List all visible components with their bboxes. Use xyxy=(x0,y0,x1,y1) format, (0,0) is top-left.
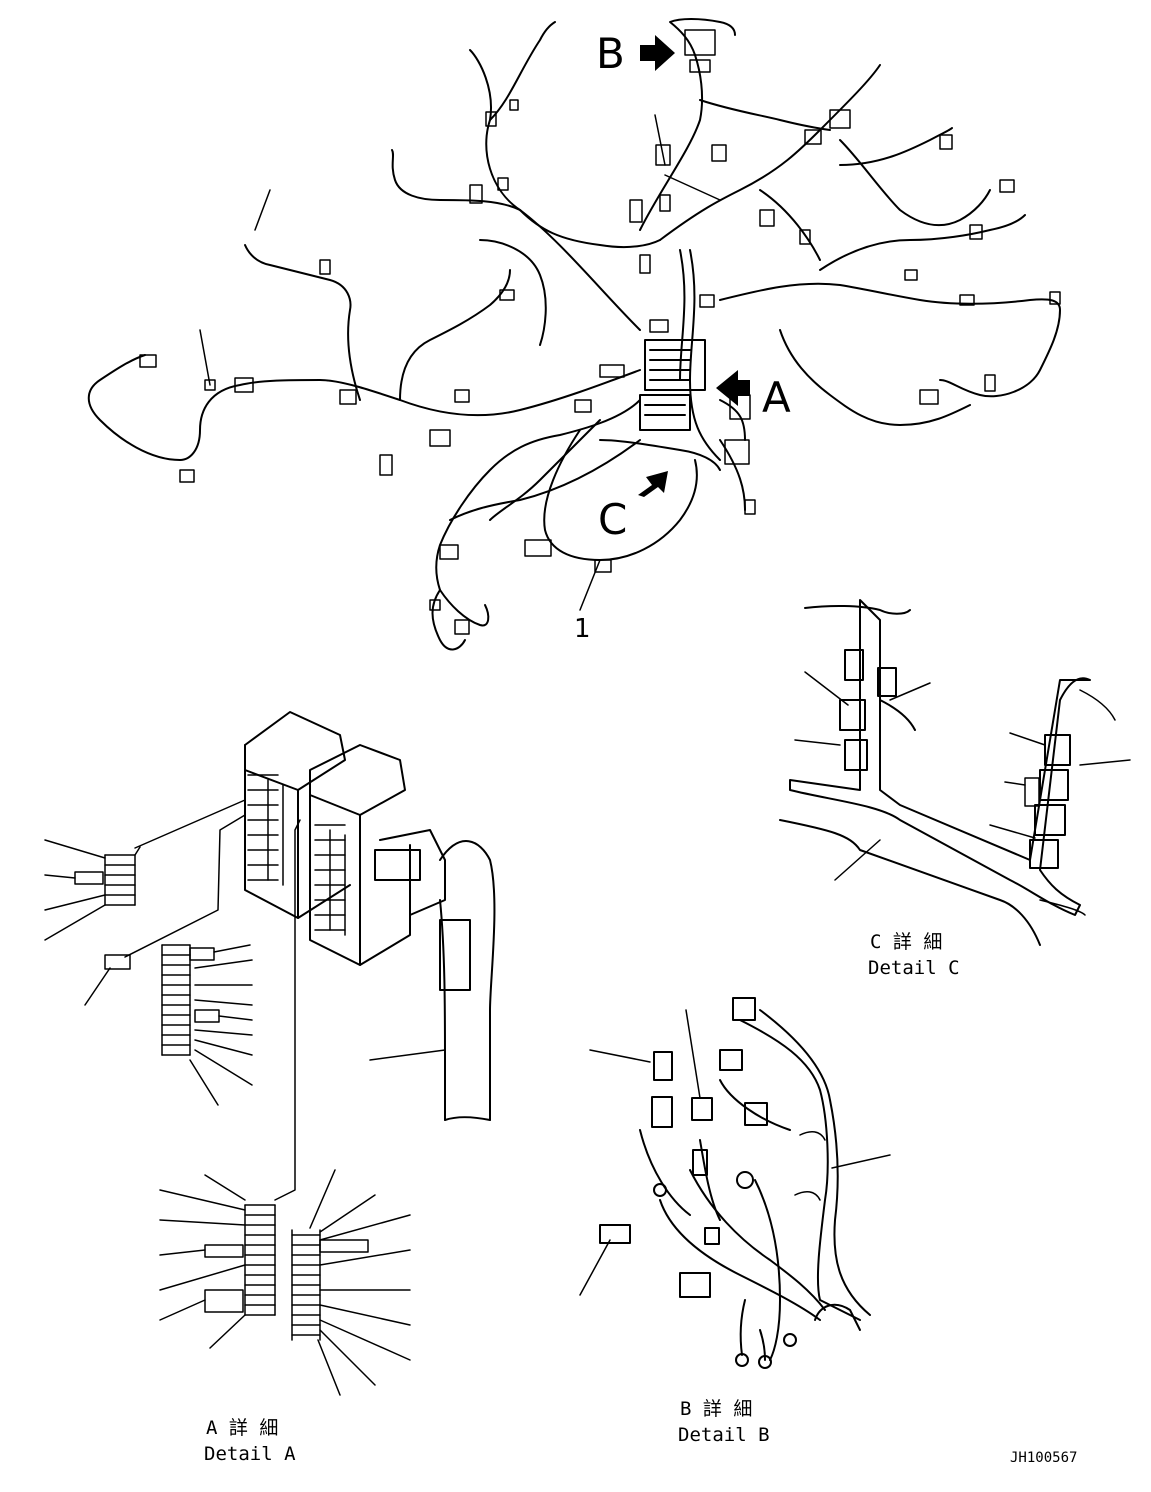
detail-a-en: Detail A xyxy=(204,1443,296,1465)
part-number: 1 xyxy=(574,614,591,644)
callout-a: A xyxy=(762,373,791,422)
detail-b-en: Detail B xyxy=(678,1424,770,1446)
callout-b: B xyxy=(596,29,625,78)
callout-c: C xyxy=(598,495,627,544)
arrow-c-icon xyxy=(638,471,668,497)
drawing-id: JH100567 xyxy=(1010,1450,1077,1466)
detail-a-fusebox xyxy=(44,711,496,1396)
detail-c-jp: C 詳 細 xyxy=(870,931,942,953)
main-harness xyxy=(87,18,1061,651)
detail-a-jp: A 詳 細 xyxy=(206,1417,278,1439)
detail-c-en: Detail C xyxy=(868,957,960,979)
detail-b-jp: B 詳 細 xyxy=(680,1398,752,1420)
detail-b xyxy=(579,997,891,1369)
arrow-a-icon xyxy=(716,370,750,406)
arrow-b-icon xyxy=(640,35,675,71)
detail-c xyxy=(779,599,1131,946)
